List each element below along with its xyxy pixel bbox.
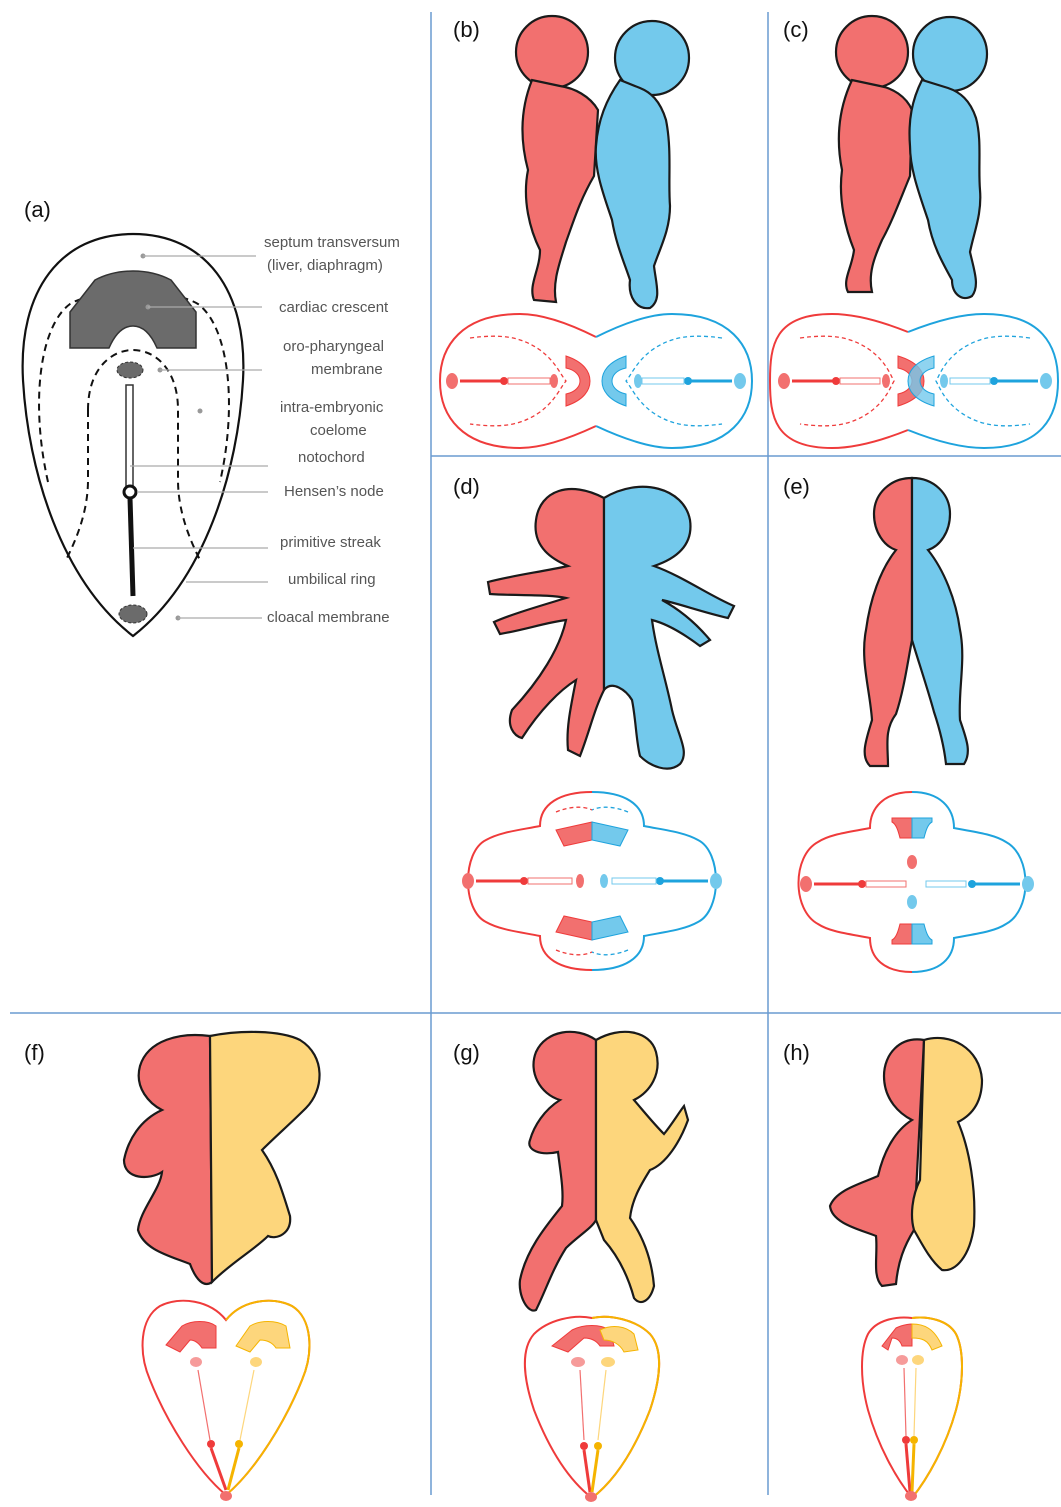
twins-illustration-c [836, 16, 987, 298]
label-intra-2: coelome [310, 422, 367, 439]
panel-label-g: (g) [453, 1040, 480, 1065]
twins-illustration-e [864, 478, 968, 766]
label-notochord: notochord [298, 449, 365, 466]
embryo-diagram-a [23, 234, 268, 636]
embryo-diagram-g [525, 1317, 659, 1502]
embryo-diagram-c [770, 314, 1058, 448]
panel-label-c: (c) [783, 17, 809, 42]
panel-label-h: (h) [783, 1040, 810, 1065]
embryo-diagram-b [440, 314, 752, 448]
label-umbilical: umbilical ring [288, 571, 376, 588]
label-streak: primitive streak [280, 534, 381, 551]
embryo-diagram-f [143, 1301, 310, 1501]
panel-label-e: (e) [783, 474, 810, 499]
label-cloacal: cloacal membrane [267, 609, 390, 626]
label-cardiac: cardiac crescent [279, 299, 389, 316]
panel-label-a: (a) [24, 197, 51, 222]
label-intra-1: intra-embryonic [280, 399, 384, 416]
embryo-diagram-d [462, 792, 722, 970]
panel-label-b: (b) [453, 17, 480, 42]
embryo-diagram-h [862, 1318, 962, 1501]
panel-label-f: (f) [24, 1040, 45, 1065]
label-hensen: Hensen’s node [284, 483, 384, 500]
panel-label-d: (d) [453, 474, 480, 499]
label-septum-1: septum transversum [264, 234, 400, 251]
label-septum-2: (liver, diaphragm) [267, 257, 383, 274]
twins-illustration-b [516, 16, 689, 308]
twins-illustration-h [830, 1038, 982, 1286]
twins-illustration-f [124, 1032, 320, 1284]
twins-illustration-g [520, 1032, 688, 1311]
twins-illustration-d [488, 487, 734, 769]
label-oro-1: oro-pharyngeal [283, 338, 384, 355]
label-oro-2: membrane [311, 361, 383, 378]
embryo-diagram-e [799, 792, 1035, 972]
labels-a: septum transversum (liver, diaphragm) ca… [264, 234, 400, 626]
